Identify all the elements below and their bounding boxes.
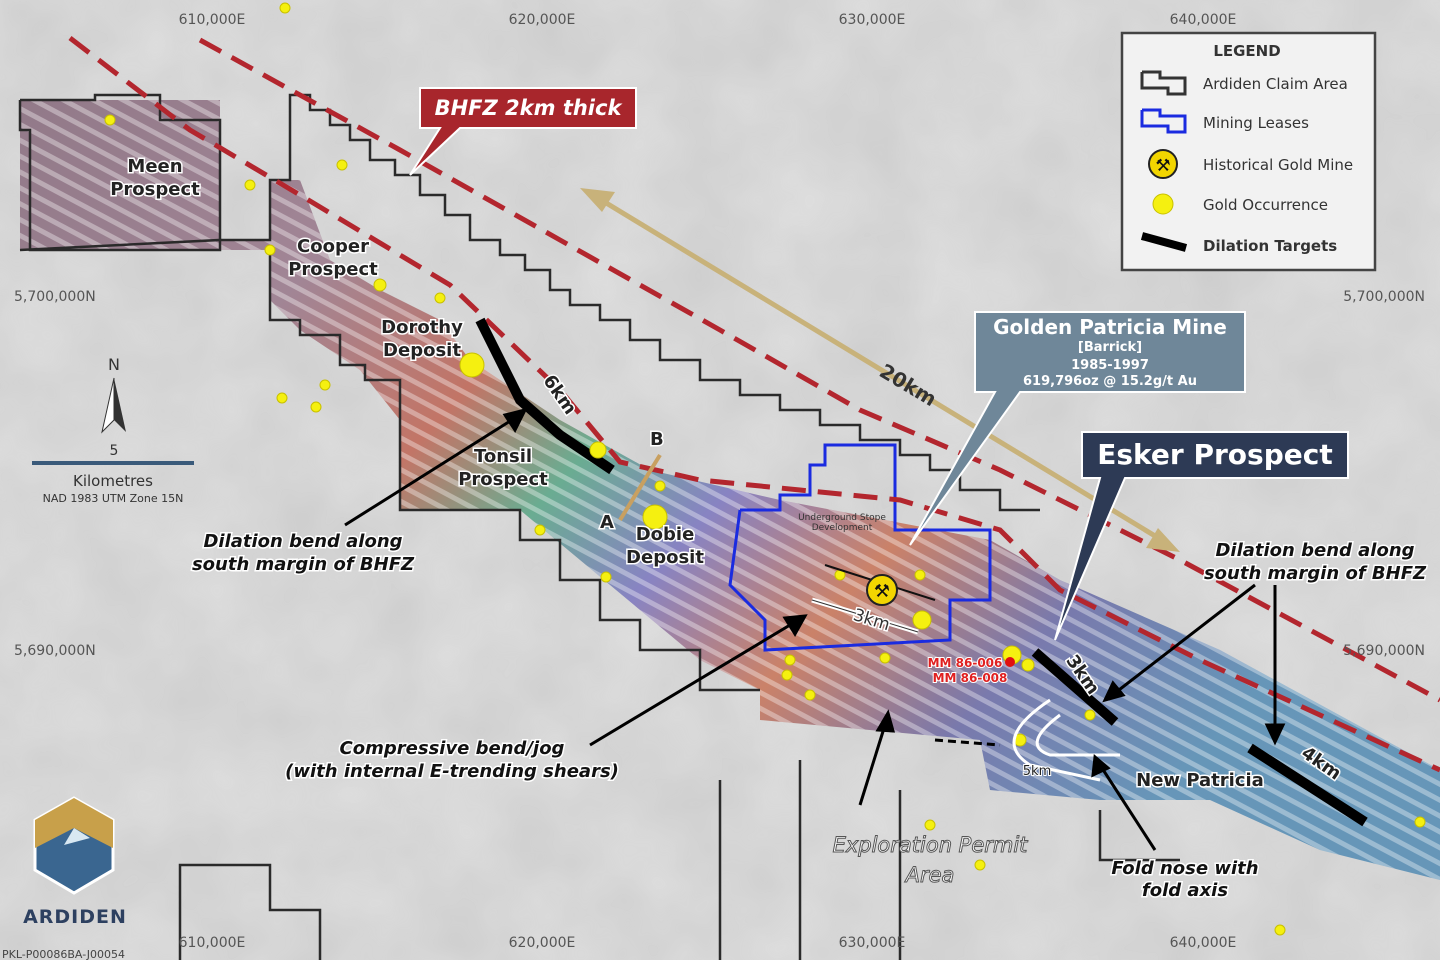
annotation-arrows [344,407,1286,851]
fold-axis [934,698,1120,782]
svg-text:5,690,000N: 5,690,000N [1343,643,1425,659]
svg-text:619,796oz @ 15.2g/t Au: 619,796oz @ 15.2g/t Au [1023,374,1197,389]
dilation-note-right: Dilation bend along [1215,540,1414,561]
svg-text:Esker Prospect: Esker Prospect [1097,438,1332,471]
north-arrow: N [101,355,126,434]
thick-black-line-icon [1140,232,1188,252]
drillhole-marker [1005,657,1015,667]
svg-text:⚒: ⚒ [1155,156,1170,176]
drillhole-label-2: MM 86-008 [933,671,1008,685]
lease-outline-icon [1140,108,1187,134]
bhfz-callout: BHFZ 2km thick [409,87,637,176]
svg-text:Deposit: Deposit [626,547,704,568]
svg-text:⚒: ⚒ [874,581,890,602]
golden-patricia-mine-icon: ⚒ [824,564,936,606]
gold-occurrences [104,2,1426,936]
section-label-a: A [600,512,614,533]
compressive-note: Compressive bend/jog [340,738,565,759]
legend: LEGEND Ardiden Claim Area Mining Leases … [1120,31,1377,272]
svg-text:620,000E: 620,000E [509,12,576,28]
svg-text:Kilometres: Kilometres [73,472,153,490]
svg-text:610,000E: 610,000E [179,935,246,951]
svg-text:New Patricia: New Patricia [1136,770,1264,791]
section-line-ab [618,453,662,522]
svg-text:Historical Gold Mine: Historical Gold Mine [1203,156,1353,174]
golden-patricia-callout: Golden Patricia Mine [Barrick] 1985-1997… [909,311,1246,546]
dilation-note-left: Dilation bend along [203,531,402,552]
magnetic-anomaly-band [20,100,1440,880]
svg-text:Ardiden Claim Area: Ardiden Claim Area [1203,75,1348,93]
svg-text:Deposit: Deposit [383,340,461,361]
svg-text:Mining Leases: Mining Leases [1203,114,1309,132]
svg-text:Prospect: Prospect [110,179,200,200]
stope-label: Underground Stope [798,513,886,523]
svg-text:BHFZ 2km thick: BHFZ 2km thick [435,96,624,120]
compressive-note-2: (with internal E-trending shears) [285,761,619,782]
svg-text:630,000E: 630,000E [839,935,906,951]
pick-hammer-icon [1148,149,1178,179]
dilation-note-left-2: south margin of BHFZ [192,554,415,575]
scale-bar: 5 Kilometres NAD 1983 UTM Zone 15N [32,443,194,505]
svg-text:Area: Area [904,863,955,887]
svg-text:Exploration Permit: Exploration Permit [833,833,1029,857]
claim-outline-icon [1140,70,1187,96]
dilation-note-right-2: south margin of BHFZ [1204,563,1427,584]
5km-label: 5km [1023,764,1051,779]
section-label-b: B [650,429,664,450]
bhfz-fault-lines [68,36,1440,773]
svg-text:Cooper: Cooper [297,236,369,257]
svg-text:Prospect: Prospect [288,259,378,280]
svg-text:Dilation Targets: Dilation Targets [1203,237,1337,255]
svg-text:Prospect: Prospect [458,469,548,490]
svg-text:640,000E: 640,000E [1170,935,1237,951]
svg-text:5,700,000N: 5,700,000N [1343,289,1425,305]
svg-text:Meen: Meen [127,156,182,177]
svg-text:[Barrick]: [Barrick] [1078,340,1142,355]
dilation-targets [475,317,1368,827]
svg-text:Tonsil: Tonsil [474,446,532,467]
svg-text:Golden Patricia Mine: Golden Patricia Mine [993,315,1227,339]
fold-note: Fold nose with [1111,858,1258,879]
svg-text:Dorothy: Dorothy [381,317,463,338]
svg-text:NAD 1983 UTM Zone 15N: NAD 1983 UTM Zone 15N [43,492,184,505]
drillhole-label-1: MM 86-006 [928,656,1003,670]
grid-labels: 610,000E 620,000E 630,000E 640,000E 610,… [14,12,1425,951]
legend-title: LEGEND [1213,42,1280,60]
stope-label-2: Development [812,523,873,533]
svg-text:610,000E: 610,000E [179,12,246,28]
yellow-dot-icon [1152,193,1174,215]
svg-text:Dobie: Dobie [636,524,695,545]
svg-text:5,690,000N: 5,690,000N [14,643,96,659]
ardiden-claim-area [18,93,1180,960]
fold-note-2: fold axis [1142,880,1228,901]
ardiden-logo: ARDIDEN [23,796,127,928]
svg-text:620,000E: 620,000E [509,935,576,951]
svg-text:N: N [108,355,120,374]
svg-text:ARDIDEN: ARDIDEN [23,906,127,928]
svg-text:5: 5 [110,443,119,459]
svg-text:Gold Occurrence: Gold Occurrence [1203,196,1328,214]
place-labels: Meen Prospect Cooper Prospect Dorothy De… [109,155,1266,888]
svg-text:640,000E: 640,000E [1170,12,1237,28]
svg-text:5,700,000N: 5,700,000N [14,289,96,305]
svg-text:630,000E: 630,000E [839,12,906,28]
esker-prospect-callout: Esker Prospect [1054,431,1349,641]
drawing-reference: PKL-P00086BA-J00054 [2,948,125,960]
svg-text:1985-1997: 1985-1997 [1071,358,1149,373]
